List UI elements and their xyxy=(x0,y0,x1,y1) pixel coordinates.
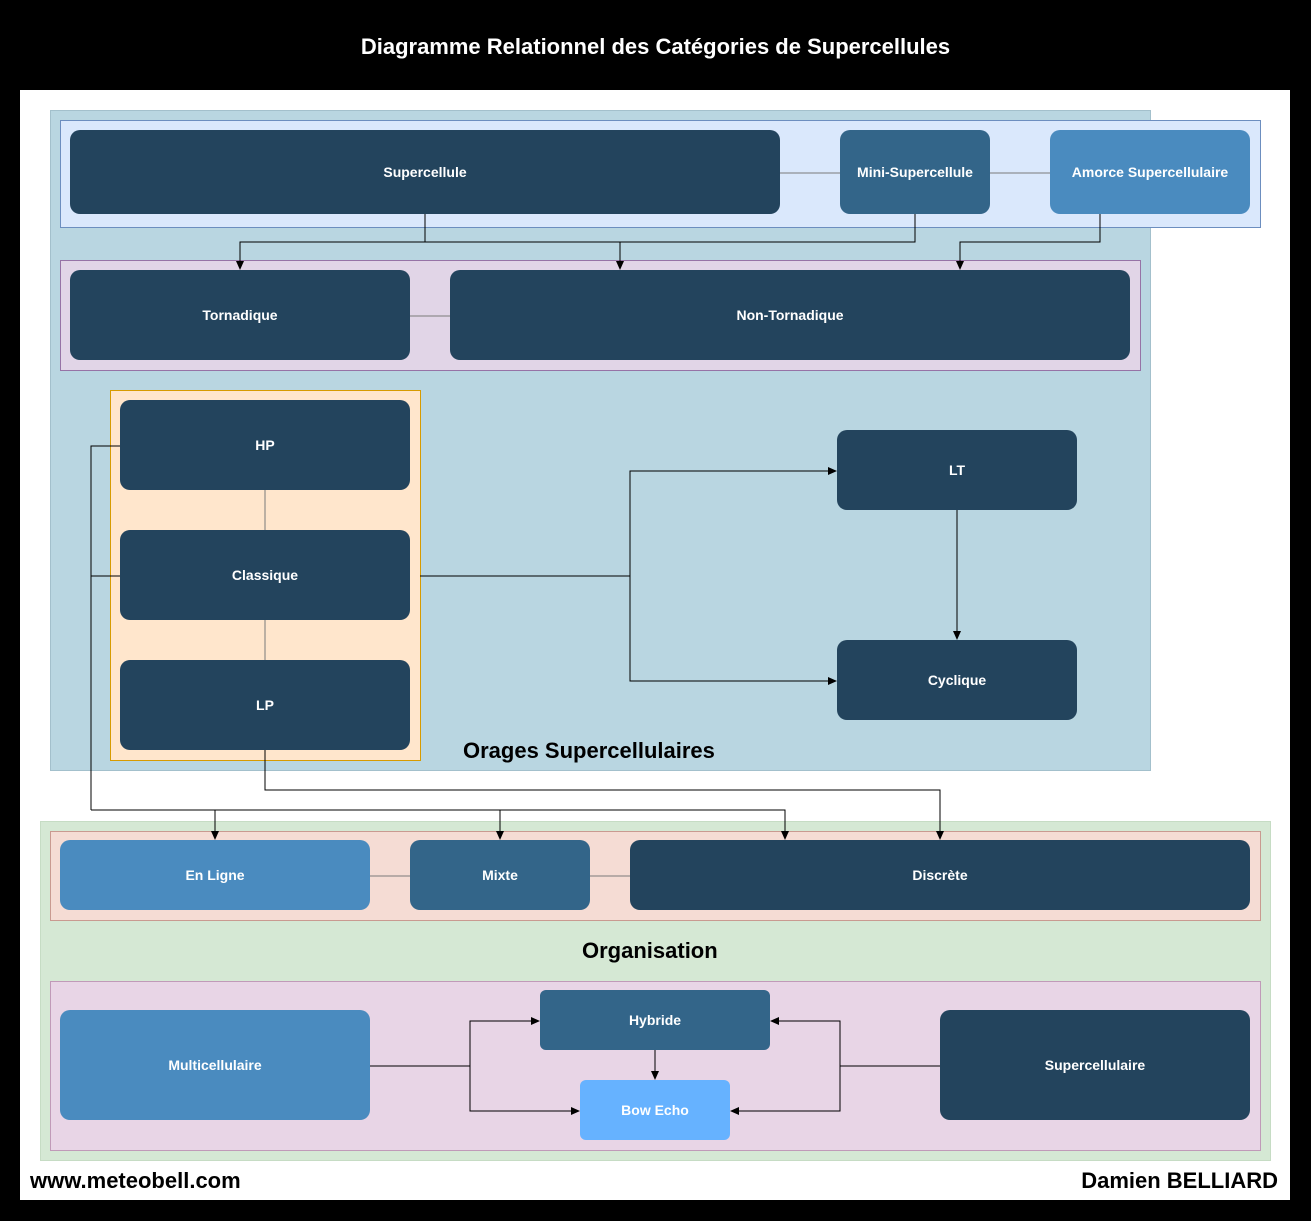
arrow-super-hybride xyxy=(770,1017,940,1067)
footer-website[interactable]: www.meteobell.com xyxy=(30,1168,241,1193)
node-supercellule[interactable]: Supercellule xyxy=(70,130,780,214)
arrow-mini-nontornadique xyxy=(620,214,916,243)
node-tornadique[interactable]: Tornadique xyxy=(70,270,410,360)
node-discrete[interactable]: Discrète xyxy=(630,840,1250,910)
arrow-multi-bowecho xyxy=(469,1066,580,1115)
node-amorce-supercellulaire[interactable]: Amorce Supercellulaire xyxy=(1050,130,1250,214)
node-hybride[interactable]: Hybride xyxy=(540,990,770,1050)
node-non-tornadique[interactable]: Non-Tornadique xyxy=(450,270,1130,360)
arrow-supercellule-nontornadique xyxy=(425,241,624,270)
arrow-to-discrete-a xyxy=(91,809,789,840)
node-mini-supercellule[interactable]: Mini-Supercellule xyxy=(840,130,990,214)
node-lp[interactable]: LP xyxy=(120,660,410,750)
arrow-classique-cyclique xyxy=(629,576,837,685)
organisation-section-label: Organisation xyxy=(582,938,718,963)
arrow-classique-lt xyxy=(420,467,837,577)
node-bow-echo[interactable]: Bow Echo xyxy=(580,1080,730,1140)
node-classique[interactable]: Classique xyxy=(120,530,410,620)
diagram-title: Diagramme Relationnel des Catégories de … xyxy=(360,34,951,59)
node-lt[interactable]: LT xyxy=(837,430,1077,510)
node-en-ligne[interactable]: En Ligne xyxy=(60,840,370,910)
node-multicellulaire[interactable]: Multicellulaire xyxy=(60,1010,370,1120)
arrow-amorce-nontornadique xyxy=(956,214,1101,270)
footer-author: Damien BELLIARD xyxy=(1081,1168,1278,1193)
arrow-supercellule-tornadique xyxy=(236,214,426,270)
arrow-super-bowecho xyxy=(730,1066,841,1115)
link-hp-organisation xyxy=(90,445,121,810)
node-supercellulaire[interactable]: Supercellulaire xyxy=(940,1010,1250,1120)
arrow-multi-hybride xyxy=(370,1017,540,1067)
node-hp[interactable]: HP xyxy=(120,400,410,490)
orages-section-label: Orages Supercellulaires xyxy=(463,738,715,763)
node-cyclique[interactable]: Cyclique xyxy=(837,640,1077,720)
node-mixte[interactable]: Mixte xyxy=(410,840,590,910)
arrow-lp-discrete xyxy=(264,750,944,840)
